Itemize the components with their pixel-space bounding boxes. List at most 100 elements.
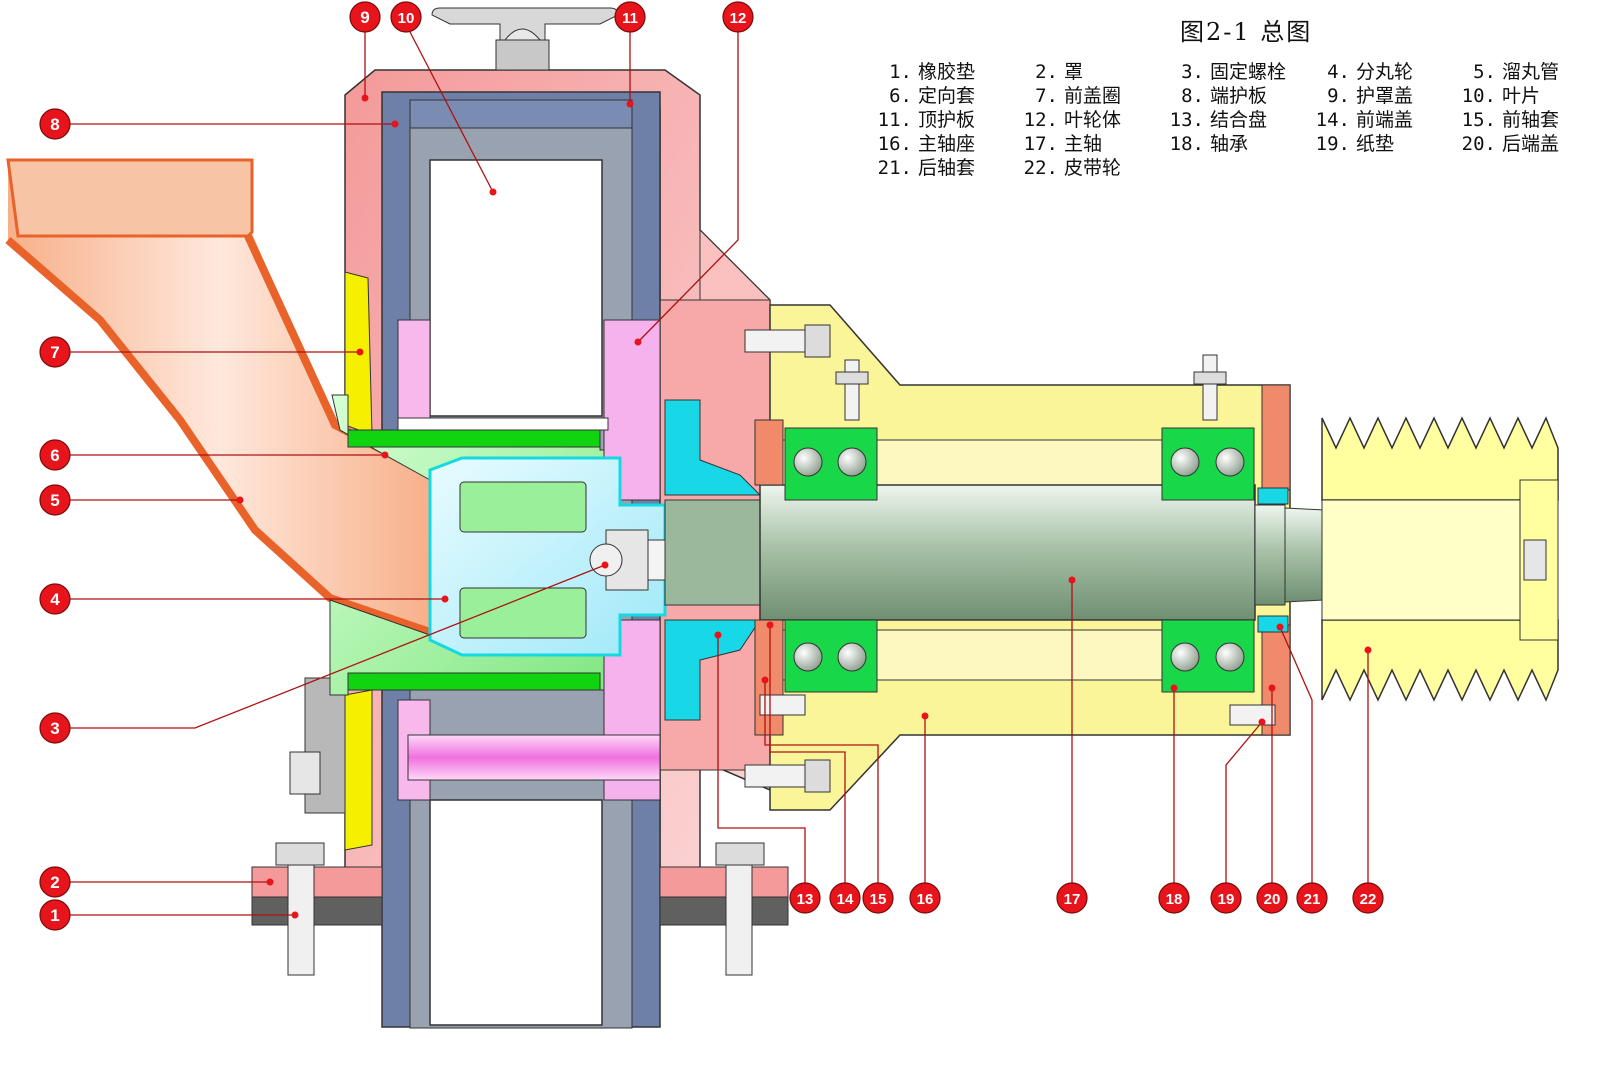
legend-number: 9. bbox=[1327, 85, 1350, 107]
callout-circle bbox=[39, 484, 71, 516]
callout-number: 18 bbox=[1166, 891, 1183, 908]
legend-item: 12. 叶轮体 bbox=[1014, 105, 1160, 131]
callout-2: 2 bbox=[39, 866, 71, 898]
legend-number: 4. bbox=[1327, 61, 1350, 83]
callout-circle bbox=[1056, 882, 1088, 914]
inlet-pipe bbox=[5, 158, 432, 636]
callout-4: 4 bbox=[39, 583, 71, 615]
callout-number: 17 bbox=[1064, 891, 1081, 908]
legend-number: 12. bbox=[1023, 109, 1058, 131]
callout-number: 11 bbox=[622, 10, 638, 27]
callout-number: 9 bbox=[360, 8, 369, 27]
legend-item: 2.罩 bbox=[1014, 57, 1160, 83]
legend-item: 10.叶片 bbox=[1452, 81, 1598, 107]
callout-13: 13 bbox=[789, 882, 821, 914]
callout-circle bbox=[722, 1, 754, 33]
legend-part-name: 端护板 bbox=[1210, 85, 1268, 107]
legend-item: 1.橡胶垫 bbox=[868, 57, 1014, 83]
front-cover-ring bbox=[289, 271, 373, 851]
legend-item: 22. 皮带轮 bbox=[1014, 153, 1160, 179]
callout-17: 17 bbox=[1056, 882, 1088, 914]
legend-row: 21.后轴套 22. 皮带轮 bbox=[868, 153, 1598, 179]
legend-part-name: 固定螺栓 bbox=[1210, 61, 1287, 83]
legend-part-name: 皮带轮 bbox=[1064, 157, 1122, 179]
legend-item: 6.定向套 bbox=[868, 81, 1014, 107]
impeller-body bbox=[397, 319, 661, 801]
legend-number: 16. bbox=[877, 133, 912, 155]
legend-item: 5.溜丸管 bbox=[1452, 57, 1598, 83]
legend-number: 3. bbox=[1181, 61, 1204, 83]
callout-number: 3 bbox=[50, 719, 59, 738]
callout-number: 15 bbox=[870, 891, 887, 908]
callout-circle bbox=[390, 1, 422, 33]
callout-circle bbox=[349, 1, 381, 33]
bearings bbox=[784, 427, 1255, 693]
legend-part-name: 主轴 bbox=[1064, 133, 1103, 155]
legend-number: 14. bbox=[1315, 109, 1350, 131]
legend-number: 8. bbox=[1181, 85, 1204, 107]
legend-number: 1. bbox=[889, 61, 912, 83]
callout-14: 14 bbox=[829, 882, 861, 914]
legend-number: 2. bbox=[1035, 61, 1058, 83]
callout-circle bbox=[789, 882, 821, 914]
callout-19: 19 bbox=[1210, 882, 1242, 914]
legend-number: 21. bbox=[877, 157, 912, 179]
legend-part-name: 结合盘 bbox=[1210, 109, 1268, 131]
callout-circle bbox=[39, 583, 71, 615]
callout-15: 15 bbox=[862, 882, 894, 914]
callout-circle bbox=[829, 882, 861, 914]
callout-circle bbox=[39, 712, 71, 744]
legend-item: 11.顶护板 bbox=[868, 105, 1014, 131]
legend-item: 14. 前端盖 bbox=[1306, 105, 1452, 131]
legend-part-name: 后端盖 bbox=[1502, 133, 1560, 155]
callout-6: 6 bbox=[39, 439, 71, 471]
legend-part-name: 纸垫 bbox=[1356, 133, 1395, 155]
callout-number: 1 bbox=[50, 906, 59, 925]
legend-number: 18. bbox=[1169, 133, 1204, 155]
legend-number: 22. bbox=[1023, 157, 1058, 179]
legend-number: 6. bbox=[889, 85, 912, 107]
legend-item: 19. 纸垫 bbox=[1306, 129, 1452, 155]
legend-number: 19. bbox=[1315, 133, 1350, 155]
base-feet bbox=[251, 842, 789, 976]
legend-part-name: 叶轮体 bbox=[1064, 109, 1122, 131]
legend-number: 17. bbox=[1023, 133, 1058, 155]
legend-item: 9. 护罩盖 bbox=[1306, 81, 1452, 107]
legend-item: 18. 轴承 bbox=[1160, 129, 1306, 155]
callout-3: 3 bbox=[39, 712, 71, 744]
callout-circle bbox=[39, 899, 71, 931]
legend-part-name: 分丸轮 bbox=[1356, 61, 1414, 83]
legend-number: 20. bbox=[1461, 133, 1496, 155]
figure-title: 图2-1 总图 bbox=[1180, 18, 1313, 46]
callout-number: 20 bbox=[1264, 891, 1281, 908]
callout-5: 5 bbox=[39, 484, 71, 516]
callout-number: 10 bbox=[398, 10, 415, 27]
callout-16: 16 bbox=[909, 882, 941, 914]
callout-circle bbox=[862, 882, 894, 914]
legend-item: 3. 固定螺栓 bbox=[1160, 57, 1306, 83]
callout-circle bbox=[39, 866, 71, 898]
callout-circle bbox=[1210, 882, 1242, 914]
legend-part-name: 溜丸管 bbox=[1502, 61, 1560, 83]
callout-circle bbox=[39, 336, 71, 368]
legend-part-name: 轴承 bbox=[1210, 133, 1249, 155]
callout-circle bbox=[1296, 882, 1328, 914]
leader-dots bbox=[236, 94, 1372, 919]
callout-circle bbox=[614, 1, 646, 33]
legend-item: 20. 后端盖 bbox=[1452, 129, 1598, 155]
legend-part-name: 护罩盖 bbox=[1356, 85, 1414, 107]
callout-number: 7 bbox=[50, 343, 59, 362]
callout-22: 22 bbox=[1352, 882, 1384, 914]
legend-item: 17. 主轴 bbox=[1014, 129, 1160, 155]
callout-number: 6 bbox=[50, 446, 59, 465]
legend-part-name: 前端盖 bbox=[1356, 109, 1414, 131]
legend-item: 21.后轴套 bbox=[868, 153, 1014, 179]
callout-10: 10 bbox=[390, 1, 422, 33]
callout-number: 22 bbox=[1360, 891, 1377, 908]
legend-part-name: 前轴套 bbox=[1502, 109, 1560, 131]
callout-11: 11 bbox=[614, 1, 646, 33]
